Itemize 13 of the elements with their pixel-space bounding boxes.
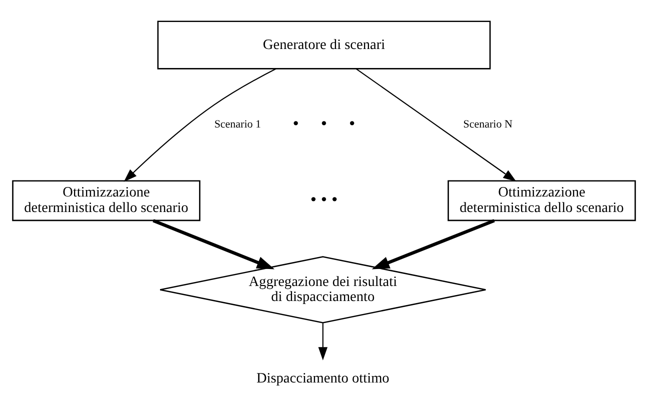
arrow (318, 322, 328, 360)
arrow (356, 68, 516, 182)
node-box: Ottimizzazione deterministica dello scenario (448, 180, 636, 221)
label: • • • (292, 112, 356, 132)
arrow (152, 218, 275, 269)
node-box: Ottimizzazione deterministica dello scenario (12, 180, 200, 221)
edge-label: Scenario N (463, 118, 512, 130)
arrow (124, 68, 276, 182)
label: • • • (310, 188, 338, 208)
node-box: Generatore di scenari (157, 20, 491, 69)
edge-label: Scenario 1 (214, 118, 262, 130)
node-text: Dispacciamento ottimo (256, 370, 390, 386)
arrow (372, 218, 495, 269)
